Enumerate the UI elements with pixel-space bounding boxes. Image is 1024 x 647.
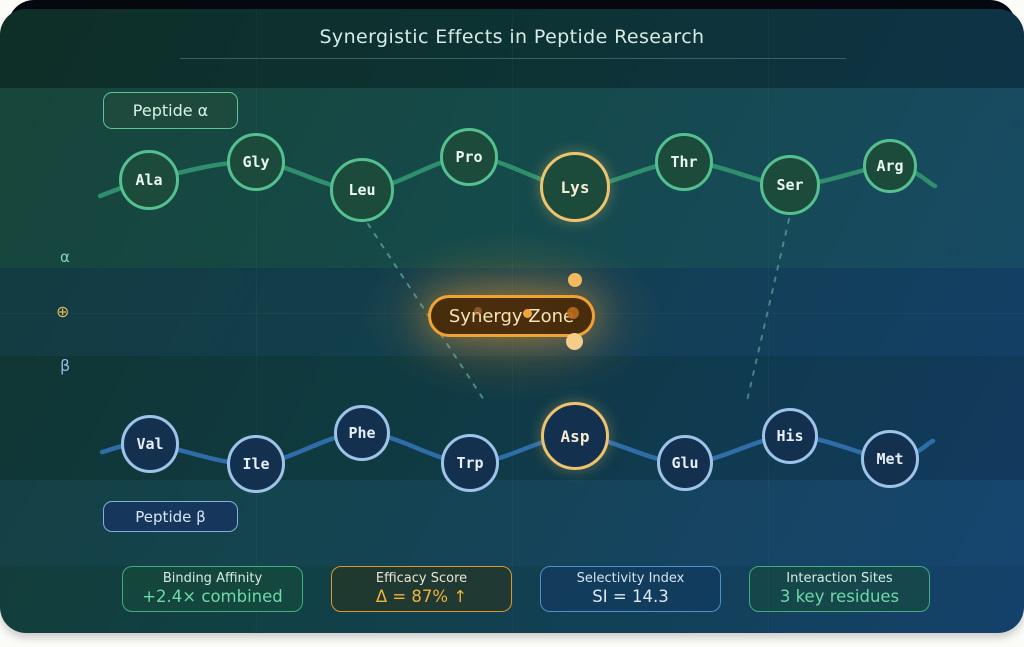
particle-dot xyxy=(523,309,532,318)
page-title: Synergistic Effects in Peptide Research xyxy=(319,26,705,48)
residue-phe[interactable]: Phe xyxy=(334,405,390,461)
stat-title: Binding Affinity xyxy=(162,570,263,586)
stat-efficacy-score: Efficacy Score Δ = 87% ↑ xyxy=(331,566,512,612)
stat-value: 3 key residues xyxy=(779,586,900,606)
residue-asp[interactable]: Asp xyxy=(541,402,609,470)
residue-ser[interactable]: Ser xyxy=(760,155,820,215)
peptide-alpha-badge: Peptide α xyxy=(103,92,238,129)
residue-thr[interactable]: Thr xyxy=(655,133,713,191)
residue-pro[interactable]: Pro xyxy=(440,128,498,186)
stats-row: Binding Affinity +2.4× combined Efficacy… xyxy=(122,566,930,612)
interaction-dashed-line-leu xyxy=(367,223,485,401)
residue-glu[interactable]: Glu xyxy=(657,435,713,491)
peptide-alpha-wave xyxy=(97,154,938,199)
interaction-dashed-line-ser xyxy=(746,218,790,402)
stat-title: Efficacy Score xyxy=(375,570,468,586)
peptide-beta-wave xyxy=(99,430,936,467)
residue-gly[interactable]: Gly xyxy=(227,133,285,191)
residue-lys[interactable]: Lys xyxy=(540,152,610,222)
residue-val[interactable]: Val xyxy=(121,415,179,473)
residue-ala[interactable]: Ala xyxy=(119,150,179,210)
stat-value: Δ = 87% ↑ xyxy=(375,586,468,606)
stat-interaction-sites: Interaction Sites 3 key residues xyxy=(749,566,930,612)
stat-binding-affinity: Binding Affinity +2.4× combined xyxy=(122,566,303,612)
stat-title: Selectivity Index xyxy=(576,570,685,586)
particle-dot xyxy=(474,307,482,315)
side-label-beta: β xyxy=(60,356,71,375)
stat-selectivity-index: Selectivity Index SI = 14.3 xyxy=(540,566,721,612)
residue-leu[interactable]: Leu xyxy=(330,158,394,222)
particle-dot xyxy=(567,307,579,319)
synergy-plus-icon: ⊕ xyxy=(56,302,70,321)
particle-dot xyxy=(568,273,582,287)
side-label-alpha: α xyxy=(60,248,70,266)
title-underline xyxy=(180,58,846,59)
residue-met[interactable]: Met xyxy=(861,430,919,488)
residue-his[interactable]: His xyxy=(762,408,818,464)
residue-ile[interactable]: Ile xyxy=(227,435,285,493)
particle-dot xyxy=(566,333,583,350)
title-band xyxy=(0,9,1024,88)
stat-value: SI = 14.3 xyxy=(592,586,669,606)
residue-arg[interactable]: Arg xyxy=(863,139,917,193)
stat-value: +2.4× combined xyxy=(142,586,283,606)
peptide-beta-badge: Peptide β xyxy=(103,501,238,532)
stat-title: Interaction Sites xyxy=(786,570,893,586)
residue-trp[interactable]: Trp xyxy=(441,434,499,492)
